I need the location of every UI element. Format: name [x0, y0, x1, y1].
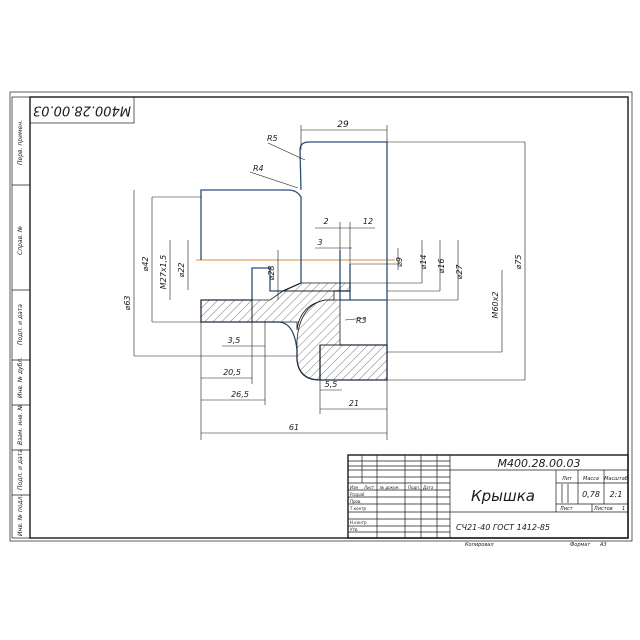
- rotated-drawing-code: М400.28.00.03: [33, 103, 131, 118]
- outer-frame: [9, 91, 633, 542]
- row-razrab: Разраб: [350, 492, 365, 497]
- title-material: СЧ21-40 ГОСТ 1412-85: [456, 523, 550, 532]
- side-label: Инв. № подл.: [17, 495, 24, 536]
- side-label: Перв. примен.: [17, 120, 24, 165]
- dim-21: 21: [349, 399, 359, 408]
- row-tkontr: Т.контр: [350, 506, 367, 511]
- format-label: Формат: [570, 542, 591, 548]
- hdr-izm: Изм: [350, 485, 358, 490]
- dim-d27: ⌀27: [455, 264, 464, 280]
- side-label: Взам. инв. №: [17, 404, 24, 445]
- dim-m27: M27x1,5: [159, 255, 168, 290]
- hdr-sign: Подп.: [408, 485, 420, 490]
- header-scale: Масштаб: [604, 476, 628, 482]
- dim-d9: ⌀9: [395, 257, 404, 267]
- header-lit: Лит: [561, 476, 573, 482]
- mass-value: 0,78: [582, 490, 600, 499]
- title-name: Крышка: [471, 487, 535, 505]
- dim-29: 29: [337, 120, 349, 130]
- hdr-list: Лист: [363, 485, 375, 490]
- dim-d63: ⌀63: [123, 296, 132, 311]
- title-designation: М400.28.00.03: [498, 457, 581, 470]
- dim-r4: R4: [253, 164, 264, 173]
- side-label: Инв. № дубл.: [17, 357, 24, 398]
- dimension-texts: 29 R5 R4 2 12 3 ⌀42 M27x1,5 ⌀22 ⌀28 ⌀9 ⌀…: [123, 120, 523, 432]
- row-utv: Утв.: [350, 527, 358, 532]
- dim-d42: ⌀42: [141, 257, 150, 272]
- dim-35: 3,5: [228, 336, 241, 345]
- dim-265: 26,5: [231, 390, 249, 399]
- dim-205: 20,5: [223, 368, 241, 377]
- side-label: Справ. №: [17, 226, 24, 255]
- format-value: А3: [599, 542, 607, 548]
- dim-r5: R5: [267, 134, 278, 143]
- sheet-label: Лист: [559, 506, 574, 512]
- rotated-code-box: М400.28.00.03: [29, 96, 135, 124]
- row-prov: Пров.: [350, 499, 362, 504]
- dim-d75: ⌀75: [514, 255, 523, 270]
- section-hatching: [200, 282, 388, 381]
- dim-d22: ⌀22: [177, 263, 186, 278]
- dim-d14: ⌀14: [419, 255, 428, 270]
- dim-r3: R3: [356, 316, 367, 325]
- copied-label: Копировал: [465, 542, 494, 548]
- sheets-label: Листов: [593, 506, 613, 512]
- dim-d28: ⌀28: [267, 266, 276, 281]
- dimension-lines: [133, 125, 526, 440]
- side-label: Подп. и дата: [17, 304, 24, 345]
- scale-value: 2:1: [610, 490, 623, 499]
- sheets-count: 1: [622, 506, 625, 512]
- dim-61: 61: [289, 423, 299, 432]
- dim-m60: M60x2: [491, 292, 500, 319]
- side-strip: Перв. примен. Справ. № Подп. и дата Инв.…: [11, 96, 31, 539]
- dim-2: 2: [323, 217, 328, 226]
- dim-55: 5,5: [325, 380, 338, 389]
- title-block: М400.28.00.03 Крышка СЧ21-40 ГОСТ 1412-8…: [347, 454, 629, 548]
- dim-12: 12: [363, 217, 373, 226]
- row-nkontr: Н.контр: [350, 520, 367, 525]
- side-label: Подп. и дата: [17, 449, 24, 490]
- hdr-date: Дата: [422, 485, 434, 490]
- dim-d16: ⌀16: [437, 259, 446, 274]
- hdr-doc: № докум.: [379, 485, 400, 490]
- header-mass: Масса: [583, 476, 599, 482]
- dim-3: 3: [317, 238, 322, 247]
